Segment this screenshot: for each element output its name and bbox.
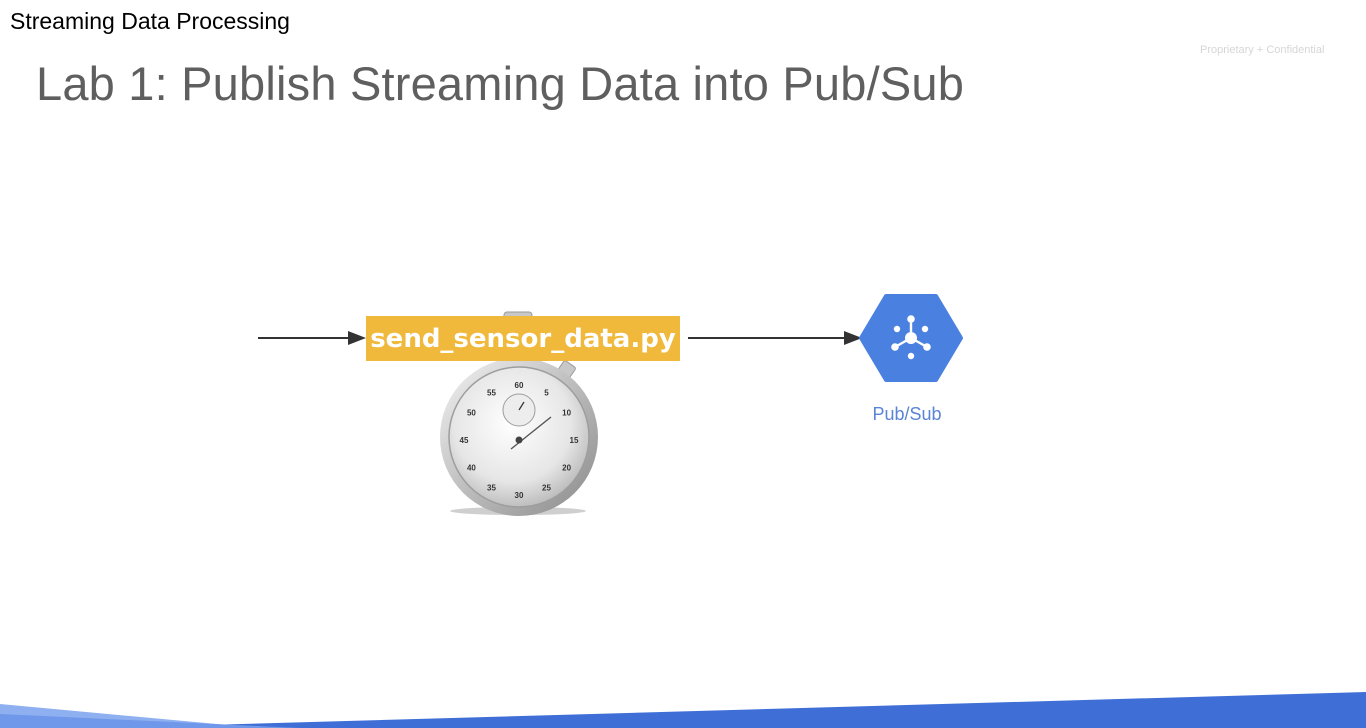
course-title: Streaming Data Processing [10,8,290,34]
input-arrow-icon [258,331,366,345]
confidential-notice: Proprietary + Confidential [1200,44,1325,56]
dial-number: 35 [487,484,496,493]
pubsub-icon [859,294,963,382]
script-label: send_sensor_data.py [370,323,676,354]
script-box: send_sensor_data.py [366,316,680,361]
dial-number: 60 [515,381,524,390]
dial-number: 15 [570,436,579,445]
dial-number: 45 [460,436,469,445]
dial-number: 40 [467,464,476,473]
dial-number: 30 [515,491,524,500]
pubsub-label: Pub/Sub [872,404,942,424]
dial-number: 20 [562,464,571,473]
dial-number: 5 [544,388,549,397]
dial-number: 50 [467,409,476,418]
dial-number: 55 [487,388,496,397]
dial-number: 10 [562,409,571,418]
dial-number: 25 [542,484,551,493]
output-arrow-icon [688,331,862,345]
pipeline-diagram: 60 5 10 15 20 25 30 35 40 45 50 55 [258,294,963,516]
footer-band [0,692,1366,728]
stopwatch-icon: 60 5 10 15 20 25 30 35 40 45 50 55 [440,311,598,516]
slide-title: Lab 1: Publish Streaming Data into Pub/S… [36,57,965,110]
